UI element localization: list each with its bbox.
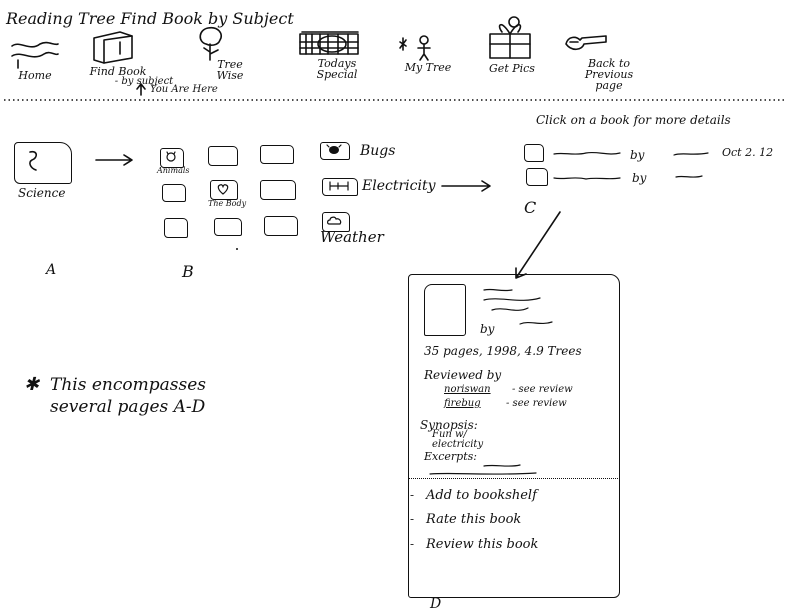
excerpt-scribbles [429, 464, 537, 475]
page-title: Reading Tree Find Book by Subject [6, 9, 294, 28]
tile-animals[interactable] [160, 148, 184, 168]
dot [236, 248, 238, 250]
detail-stats: 35 pages, 1998, 4.9 Trees [424, 344, 582, 358]
special-icon [299, 31, 359, 55]
tile[interactable] [214, 218, 242, 236]
action-bullet: - [410, 488, 415, 502]
nav-label-tree-wise: Tree Wise [216, 58, 244, 82]
tile-label-animals: Animals [157, 166, 190, 175]
detail-divider [408, 478, 618, 479]
nav-label-back: Back to Previous page [584, 57, 634, 92]
subject-icon [29, 150, 38, 171]
synopsis-label: Synopsis: [420, 418, 478, 432]
detail-by-label: by [480, 322, 495, 336]
subject-thumbnail [14, 142, 72, 184]
scribble-title [553, 151, 621, 155]
scribble-title [553, 177, 621, 180]
tile-the-body[interactable] [210, 180, 238, 200]
book-thumbnail [526, 168, 548, 186]
reviewer-name[interactable]: firebug [444, 398, 481, 409]
person-icon [399, 35, 431, 61]
nav-sublabel-find-book: - by subject [114, 76, 174, 87]
action-label: Rate this book [426, 512, 522, 527]
animal-icon [166, 151, 176, 162]
note-text: This encompasses several pages A-D [50, 375, 206, 417]
detail-scribbles [483, 288, 553, 325]
panel-c-instruction: Click on a book for more details [536, 113, 731, 127]
book-by-label: by [630, 148, 645, 162]
arrow-a-to-b [95, 154, 133, 166]
tree-icon [199, 26, 223, 61]
action-bullet: - [410, 512, 415, 526]
plug-icon [329, 181, 349, 191]
note-symbol: ✱ [24, 374, 40, 395]
you-are-here-label: You Are Here [150, 84, 218, 95]
action-label: Add to bookshelf [426, 488, 537, 503]
subject-label: Science [18, 186, 66, 200]
excerpts-label: Excerpts: [424, 450, 477, 463]
marker-a: A [46, 262, 57, 278]
header-divider [4, 99, 786, 101]
tile-label-the-body: The Body [208, 199, 247, 208]
arrow-c-to-d [515, 211, 561, 279]
subtopic-label: Bugs [360, 143, 396, 159]
tile[interactable] [264, 216, 298, 236]
up-arrow-icon [136, 83, 146, 96]
tile[interactable] [164, 218, 188, 238]
nav-label-todays-special: Todays Special [316, 57, 358, 81]
bug-icon [326, 144, 342, 154]
book-date: Oct 2. 12 [722, 146, 774, 159]
tile[interactable] [260, 145, 294, 164]
book-detail-page [408, 274, 620, 598]
book-icon [93, 31, 133, 64]
heart-icon [217, 184, 229, 195]
tile[interactable] [260, 180, 296, 200]
tile[interactable] [208, 146, 238, 166]
subtopic-thumbnail [322, 178, 358, 196]
subtopic-thumbnail [322, 212, 350, 232]
marker-c: C [524, 198, 537, 217]
marker-b: B [182, 262, 194, 281]
back-arrow-icon [565, 35, 607, 51]
action-label: Review this book [426, 537, 539, 552]
nav-label-get-pics: Get Pics [489, 62, 535, 75]
nav-label-home: Home [18, 69, 52, 82]
scribble-author [673, 152, 709, 156]
subtopic-thumbnail [320, 142, 350, 160]
scribble-author [675, 175, 703, 178]
subtopic-label: Electricity [362, 178, 436, 194]
see-review-link[interactable]: - see review [512, 384, 573, 395]
reviewer-name[interactable]: noriswan [444, 384, 491, 395]
action-bullet: - [410, 537, 415, 551]
nav-label-find-book: Find Book [89, 65, 147, 78]
book-thumbnail [524, 144, 544, 162]
tile[interactable] [162, 184, 186, 202]
cloud-icon [327, 216, 342, 225]
detail-book-cover [424, 284, 466, 336]
arrow-b-to-c [441, 180, 491, 192]
nav-label-my-tree: My Tree [404, 61, 452, 74]
book-by-label: by [632, 171, 647, 185]
home-icon [11, 41, 59, 69]
gift-icon [489, 16, 531, 59]
see-review-link[interactable]: - see review [506, 398, 567, 409]
synopsis-text: Fun w/ electricity [432, 429, 484, 450]
reviewed-by-label: Reviewed by [424, 368, 502, 382]
subtopic-label: Weather [320, 228, 384, 246]
marker-d: D [430, 596, 442, 612]
